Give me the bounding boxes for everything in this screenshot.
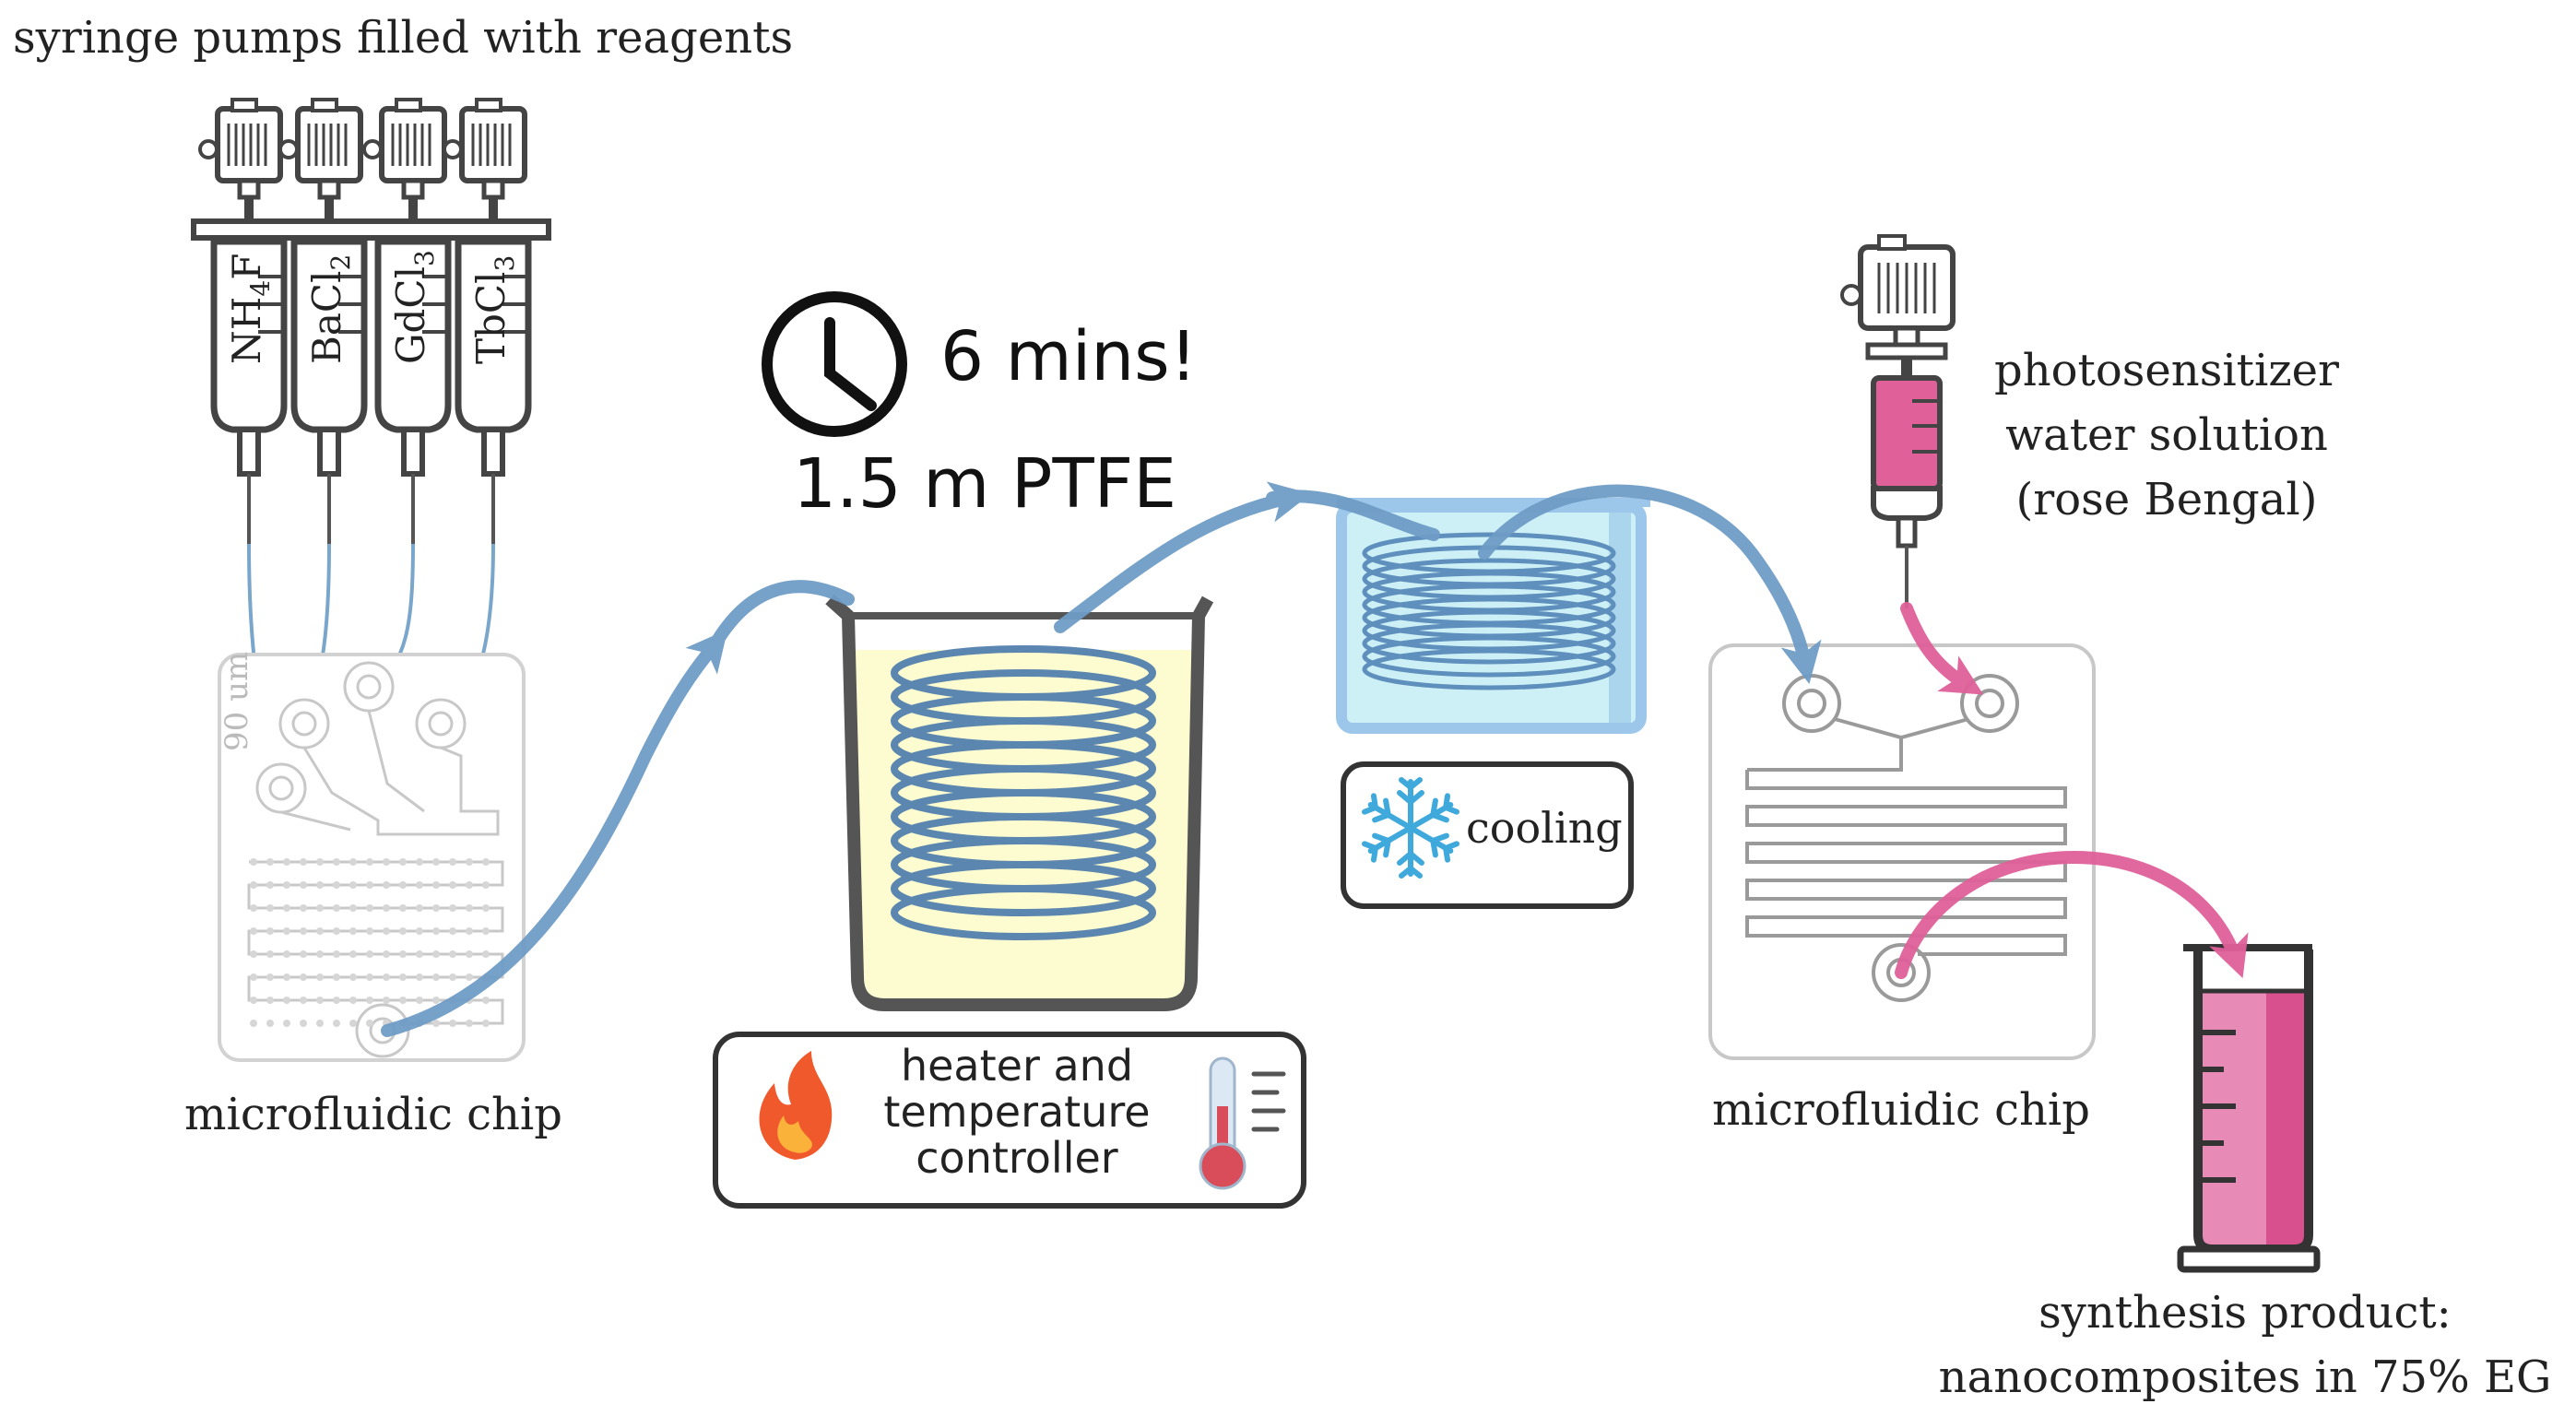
- heater-line3: controller: [916, 1133, 1118, 1183]
- heater-line1: heater and: [901, 1041, 1133, 1091]
- cooling-box: cooling: [1341, 761, 1634, 909]
- chip-marking: 90 um: [219, 652, 255, 751]
- flow-arrow-heater-to-cooler: [1054, 481, 1311, 633]
- syringe-tbcl3: TbCl3: [443, 98, 532, 546]
- product-line2: nanocomposites in 75% EG: [1939, 1351, 2552, 1403]
- cooling-beaker: [1336, 498, 1650, 734]
- microfluidic-chip-left: 90 um: [218, 652, 526, 1062]
- syringe-mount-plate: [191, 218, 551, 241]
- chip-left-caption: microfluidic chip: [184, 1089, 562, 1140]
- clock-icon: [762, 291, 907, 437]
- reagent-label-0: NH4F: [224, 254, 276, 364]
- flame-icon: [759, 1051, 833, 1160]
- tubing-text: 1.5 m PTFE: [793, 444, 1176, 524]
- cooling-label: cooling: [1466, 803, 1623, 853]
- flow-arrows-blue: [381, 481, 1822, 1037]
- flow-arrow-chip-to-heater: [381, 629, 728, 1037]
- syringe-pump-array: NH4F BaCl2 GdCl3 TbCl3: [191, 98, 551, 546]
- photosensitizer-syringe: [1840, 234, 1956, 608]
- reagent-label-1: BaCl2: [304, 254, 356, 364]
- heater-controller: heater and temperature controller: [713, 1032, 1306, 1209]
- heating-beaker: [825, 594, 1214, 1011]
- flow-arrow-chip-to-product: [1895, 850, 2249, 979]
- chip-right-caption: microfluidic chip: [1712, 1084, 2090, 1136]
- syringe-gdcl3: GdCl3: [362, 98, 452, 546]
- syringe-bacl2: BaCl2: [278, 98, 368, 546]
- reagent-label-2: GdCl3: [388, 250, 440, 364]
- flow-arrow-photo-to-chip: [1900, 602, 1984, 695]
- flow-arrows-pink: [1895, 602, 2249, 979]
- product-line1: synthesis product:: [2038, 1287, 2452, 1339]
- photo-line1: photosensitizer: [1994, 345, 2339, 396]
- product-cylinder: [2177, 944, 2321, 1273]
- heater-line2: temperature: [883, 1087, 1150, 1137]
- photo-line3: (rose Bengal): [2016, 474, 2318, 525]
- microfluidic-chip-right: [1708, 643, 2096, 1060]
- reagent-label-3: TbCl3: [468, 255, 520, 364]
- photo-line2: water solution: [2005, 409, 2328, 461]
- syringe-nh4f: NH4F: [198, 98, 288, 546]
- pumps-caption: syringe pumps filled with reagents: [13, 12, 793, 64]
- thermometer-icon: [1199, 1056, 1286, 1190]
- flow-arrow-cooler-to-chip: [1478, 484, 1822, 684]
- snowflake-icon: [1361, 777, 1460, 879]
- timer-text: 6 mins!: [940, 317, 1197, 396]
